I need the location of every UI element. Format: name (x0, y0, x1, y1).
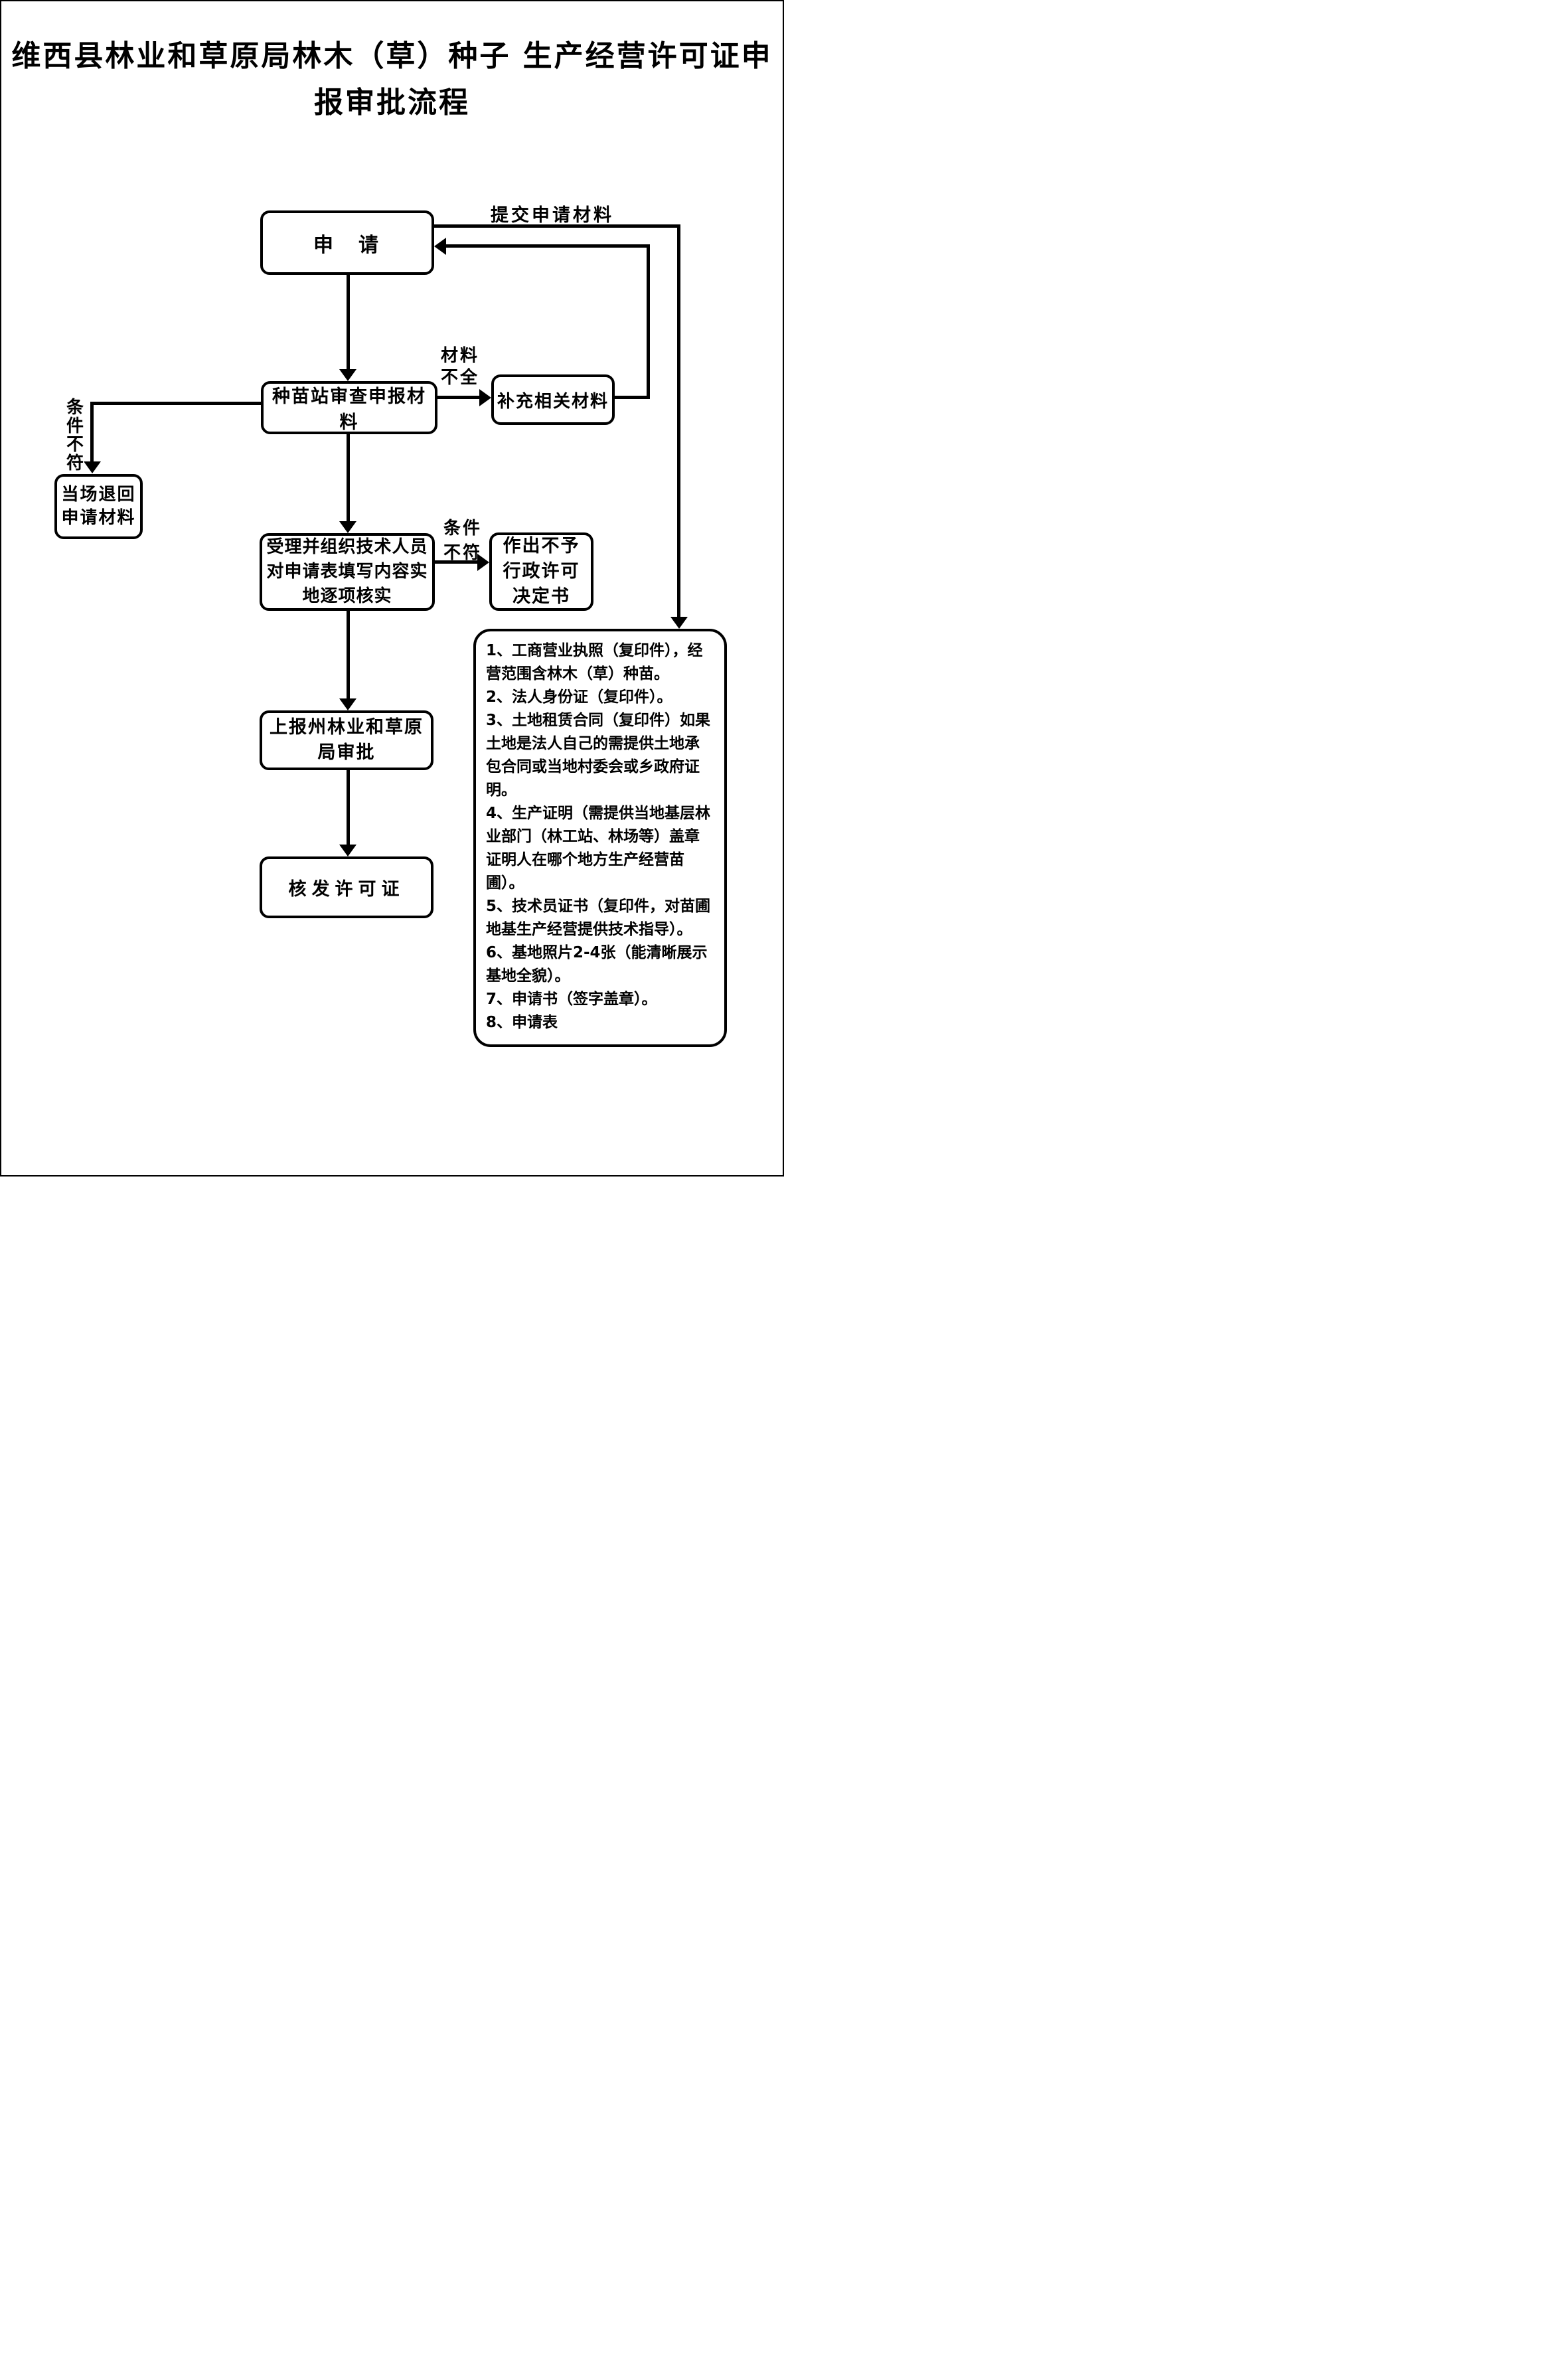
page-title: 维西县林业和草原局林木（草）种子 生产经营许可证申报审批流程 (1, 33, 783, 126)
accept-verify-node: 受理并组织技术人员 对申请表填写内容实 地逐项核实 (260, 533, 435, 611)
material-item-3: 3、土地租赁合同（复印件）如果土地是法人自己的需提供土地承包合同或当地村委会或乡… (486, 712, 711, 799)
deny-permit-node-line2: 行政许可 (503, 561, 580, 582)
arrow-right-icon (477, 554, 489, 571)
arrow-apply-to-review-shaft (347, 275, 350, 370)
arrow-verify-to-deny-shaft (435, 560, 478, 564)
report-approval-node: 上报州林业和草原 局审批 (260, 710, 433, 770)
review-materials-node-label: 种苗站审查申报材料 (272, 386, 426, 433)
conditions-not-met-label-right: 条件 不符 (437, 517, 489, 566)
material-item-2: 2、法人身份证（复印件）。 (486, 689, 672, 706)
arrow-down-icon (339, 698, 356, 710)
report-approval-node-line1: 上报州林业和草原 (270, 717, 424, 738)
apply-node: 申 请 (260, 210, 434, 275)
material-item-4: 4、生产证明（需提供当地基层林业部门（林工站、林场等）盖章证明人在哪个地方生产经… (486, 805, 711, 892)
deny-permit-node: 作出不予 行政许可 决定书 (489, 532, 593, 611)
loop-supplement-horizontal (615, 396, 650, 399)
supplement-materials-node-label: 补充相关材料 (497, 391, 609, 412)
arrow-review-to-supplement-shaft (437, 396, 481, 399)
page-title-line2: 生产经营许可证申报审批流程 (314, 39, 773, 120)
arrow-down-icon (339, 845, 356, 856)
accept-verify-node-line2: 对申请表填写内容实 (266, 562, 428, 582)
conditions-not-met-left-char4: 符 (66, 453, 84, 473)
report-approval-node-line2: 局审批 (317, 742, 376, 763)
arrow-down-icon (84, 461, 101, 473)
arrow-report-to-issue-shaft (347, 770, 350, 845)
submit-line-vertical (677, 224, 680, 617)
material-item-7: 7、申请书（签字盖章）。 (486, 991, 657, 1008)
loop-into-apply-shaft (445, 244, 650, 248)
issue-license-node-label: 核发许可证 (288, 879, 405, 900)
branch-review-to-return-vertical (90, 402, 94, 462)
return-materials-node-line2: 申请材料 (61, 508, 136, 528)
required-materials-note: 1、工商营业执照（复印件），经营范围含林木（草）种苗。 2、法人身份证（复印件）… (473, 629, 727, 1047)
conditions-not-met-right-line1: 条件 (443, 519, 482, 538)
loop-supplement-vertical (647, 244, 650, 399)
material-item-6: 6、基地照片2-4张（能清晰展示基地全貌）。 (486, 944, 708, 985)
arrow-down-icon (339, 369, 356, 381)
material-item-1: 1、工商营业执照（复印件），经营范围含林木（草）种苗。 (486, 642, 703, 683)
branch-review-to-return-horizontal (90, 402, 261, 405)
arrow-down-icon (670, 617, 688, 629)
conditions-not-met-left-char3: 不 (66, 435, 84, 455)
arrow-left-icon (434, 238, 446, 255)
submit-line-horizontal (434, 224, 680, 228)
review-materials-node: 种苗站审查申报材料 (261, 381, 437, 434)
issue-license-node: 核发许可证 (260, 856, 433, 918)
return-materials-node: 当场退回 申请材料 (54, 474, 143, 539)
accept-verify-node-line1: 受理并组织技术人员 (266, 537, 428, 557)
materials-incomplete-line2: 不全 (440, 368, 479, 388)
arrow-down-icon (339, 521, 356, 533)
deny-permit-node-line3: 决定书 (512, 586, 570, 607)
material-item-5: 5、技术员证书（复印件，对苗圃地基生产经营提供技术指导）。 (486, 898, 711, 938)
arrow-review-to-verify-shaft (347, 434, 350, 522)
deny-permit-node-line1: 作出不予 (503, 536, 580, 556)
supplement-materials-node: 补充相关材料 (491, 374, 615, 425)
conditions-not-met-right-line2: 不符 (443, 543, 482, 563)
arrow-right-icon (479, 389, 491, 406)
material-item-8: 8、申请表 (486, 1014, 558, 1031)
return-materials-node-line1: 当场退回 (61, 485, 136, 505)
page-title-line1: 维西县林业和草原局林木（草）种子 (11, 39, 511, 73)
apply-node-label: 申 请 (313, 233, 381, 257)
conditions-not-met-left-char2: 件 (66, 416, 84, 436)
materials-incomplete-line1: 材料 (440, 346, 479, 366)
arrow-verify-to-report-shaft (347, 611, 350, 699)
conditions-not-met-left-char1: 条 (66, 398, 84, 418)
flowchart-page: 维西县林业和草原局林木（草）种子 生产经营许可证申报审批流程 申 请 种苗站审查… (0, 0, 784, 1176)
submit-materials-label: 提交申请材料 (491, 205, 614, 226)
conditions-not-met-label-left: 条 件 不 符 (65, 398, 85, 473)
materials-incomplete-label: 材料 不全 (434, 345, 486, 389)
accept-verify-node-line3: 地逐项核实 (302, 586, 392, 606)
